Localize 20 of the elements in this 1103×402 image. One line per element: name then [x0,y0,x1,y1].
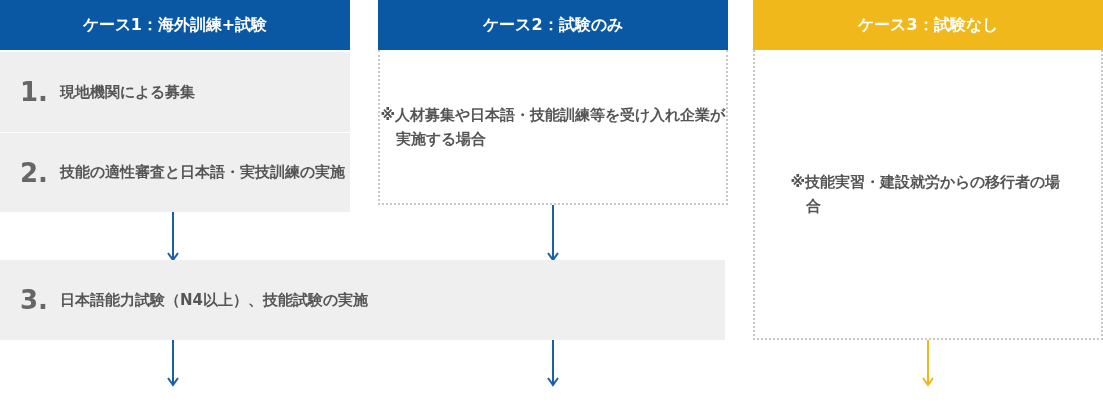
note-box [378,50,728,205]
arrow [547,204,559,261]
note-text: ※人材募集や日本語・技能訓練等を受け入れ企業が実施する場合 [380,104,726,150]
step-box [0,260,725,340]
case-header: ケース1：海外訓練+試験 [0,0,350,50]
step-number: 3. [20,285,48,315]
arrow [167,339,179,386]
case-header: ケース3：試験なし [753,0,1103,50]
step-number: 2. [20,157,48,188]
arrow [167,211,179,261]
step-text: 現地機関による募集 [59,82,195,102]
step-text: 日本語能力試験（N4以上）、技能試験の実施 [59,290,368,310]
arrow [922,339,934,386]
note-text: ※技能実習・建設就労からの移行者の場合 [790,172,1062,217]
note-box [753,50,1103,340]
step-number: 1. [20,77,48,107]
case-header: ケース2：試験のみ [378,0,728,50]
step-box [0,132,350,212]
arrow [547,339,559,386]
step-text: 技能の適性審査と日本語・実技訓練の実施 [59,163,345,182]
